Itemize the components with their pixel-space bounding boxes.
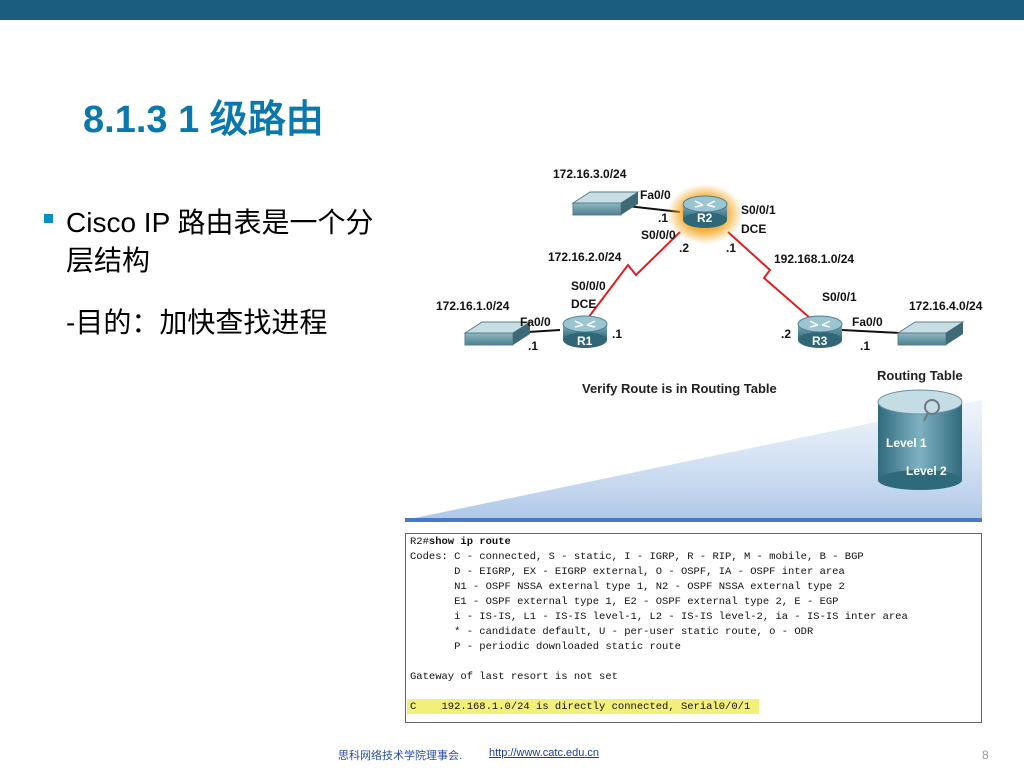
label-r3-s001: S0/0/1 <box>822 290 857 304</box>
terminal-command: show ip route <box>428 536 511 548</box>
routing-table-database-icon <box>877 389 963 490</box>
label-r2-fa: Fa0/0 <box>640 188 671 202</box>
terminal-command-line: R2#show ip route <box>410 536 511 548</box>
label-r2-fa-ip: .1 <box>658 211 669 225</box>
label-r1-name: R1 <box>577 334 593 348</box>
bullet-text-1: Cisco IP 路由表是一个分层结构 <box>66 207 374 276</box>
label-net-right: 172.16.4.0/24 <box>909 299 983 313</box>
terminal-line: D - EIGRP, EX - EIGRP external, O - OSPF… <box>410 566 845 578</box>
terminal-line: * - candidate default, U - per-user stat… <box>410 626 814 638</box>
label-r1-s000: S0/0/0 <box>571 279 606 293</box>
label-r1-dce: DCE <box>571 297 597 311</box>
router-r1-icon <box>562 315 608 348</box>
terminal-line: Gateway of last resort is not set <box>410 671 618 683</box>
label-r1-s000-ip: .1 <box>612 327 623 341</box>
network-diagram <box>405 184 982 522</box>
top-bar <box>0 0 1024 20</box>
label-r2-s001: S0/0/1 <box>741 203 776 217</box>
label-r1-fa-ip: .1 <box>528 339 539 353</box>
label-r2-s000: S0/0/0 <box>641 228 676 242</box>
serial-link-r2-r3 <box>727 231 811 319</box>
terminal-line: i - IS-IS, L1 - IS-IS level-1, L2 - IS-I… <box>410 611 908 623</box>
label-r2-name: R2 <box>697 211 713 225</box>
label-level2: Level 2 <box>906 464 947 478</box>
slide-title: 8.1.3 1 级路由 <box>83 99 324 141</box>
label-net-top: 172.16.3.0/24 <box>553 167 627 181</box>
terminal-prompt: R2# <box>410 536 429 548</box>
label-net-left: 172.16.1.0/24 <box>436 299 510 313</box>
label-r1-fa: Fa0/0 <box>520 315 551 329</box>
footer-org: 思科网络技术学院理事会. <box>338 749 463 762</box>
terminal-line: C 192.168.1.0/24 is directly connected, … <box>410 701 751 713</box>
terminal-line: P - periodic downloaded static route <box>410 641 681 653</box>
zoom-beam <box>405 400 982 520</box>
highlighted-route <box>407 699 759 714</box>
footer-url-link[interactable]: http://www.catc.edu.cn <box>489 747 600 759</box>
terminal-line: Codes: C - connected, S - static, I - IG… <box>410 551 864 563</box>
switch-right-icon <box>896 321 965 346</box>
terminal-line: E1 - OSPF external type 1, E2 - OSPF ext… <box>410 596 839 608</box>
page-number: 8 <box>982 748 989 762</box>
label-level1: Level 1 <box>886 436 927 450</box>
router-r3-icon <box>797 315 843 348</box>
switch-top-icon <box>571 191 640 216</box>
terminal-line: N1 - OSPF NSSA external type 1, N2 - OSP… <box>410 581 845 593</box>
link-r3-right-lan <box>841 329 901 334</box>
label-r3-name: R3 <box>812 334 828 348</box>
bullet-square-icon <box>44 214 53 223</box>
label-r2-s001-ip: .1 <box>726 241 737 255</box>
label-net-left-link: 172.16.2.0/24 <box>548 250 622 264</box>
routing-table-title: Routing Table <box>877 368 963 383</box>
label-r2-dce: DCE <box>741 222 767 236</box>
label-r3-fa-ip: .1 <box>860 339 871 353</box>
terminal-output: R2#show ip route Codes: C - connected, S… <box>405 533 982 723</box>
diagram-caption: Verify Route is in Routing Table <box>582 381 777 396</box>
label-r2-s000-ip: .2 <box>679 241 690 255</box>
switch-left-icon <box>463 321 532 346</box>
serial-link-r1-r2 <box>587 231 681 319</box>
router-r2-icon <box>667 184 743 244</box>
label-net-right-link: 192.168.1.0/24 <box>774 252 855 266</box>
bullet-text-2: -目的：加快查找进程 <box>66 307 328 338</box>
label-r3-fa: Fa0/0 <box>852 315 883 329</box>
label-r3-s001-ip: .2 <box>781 327 792 341</box>
